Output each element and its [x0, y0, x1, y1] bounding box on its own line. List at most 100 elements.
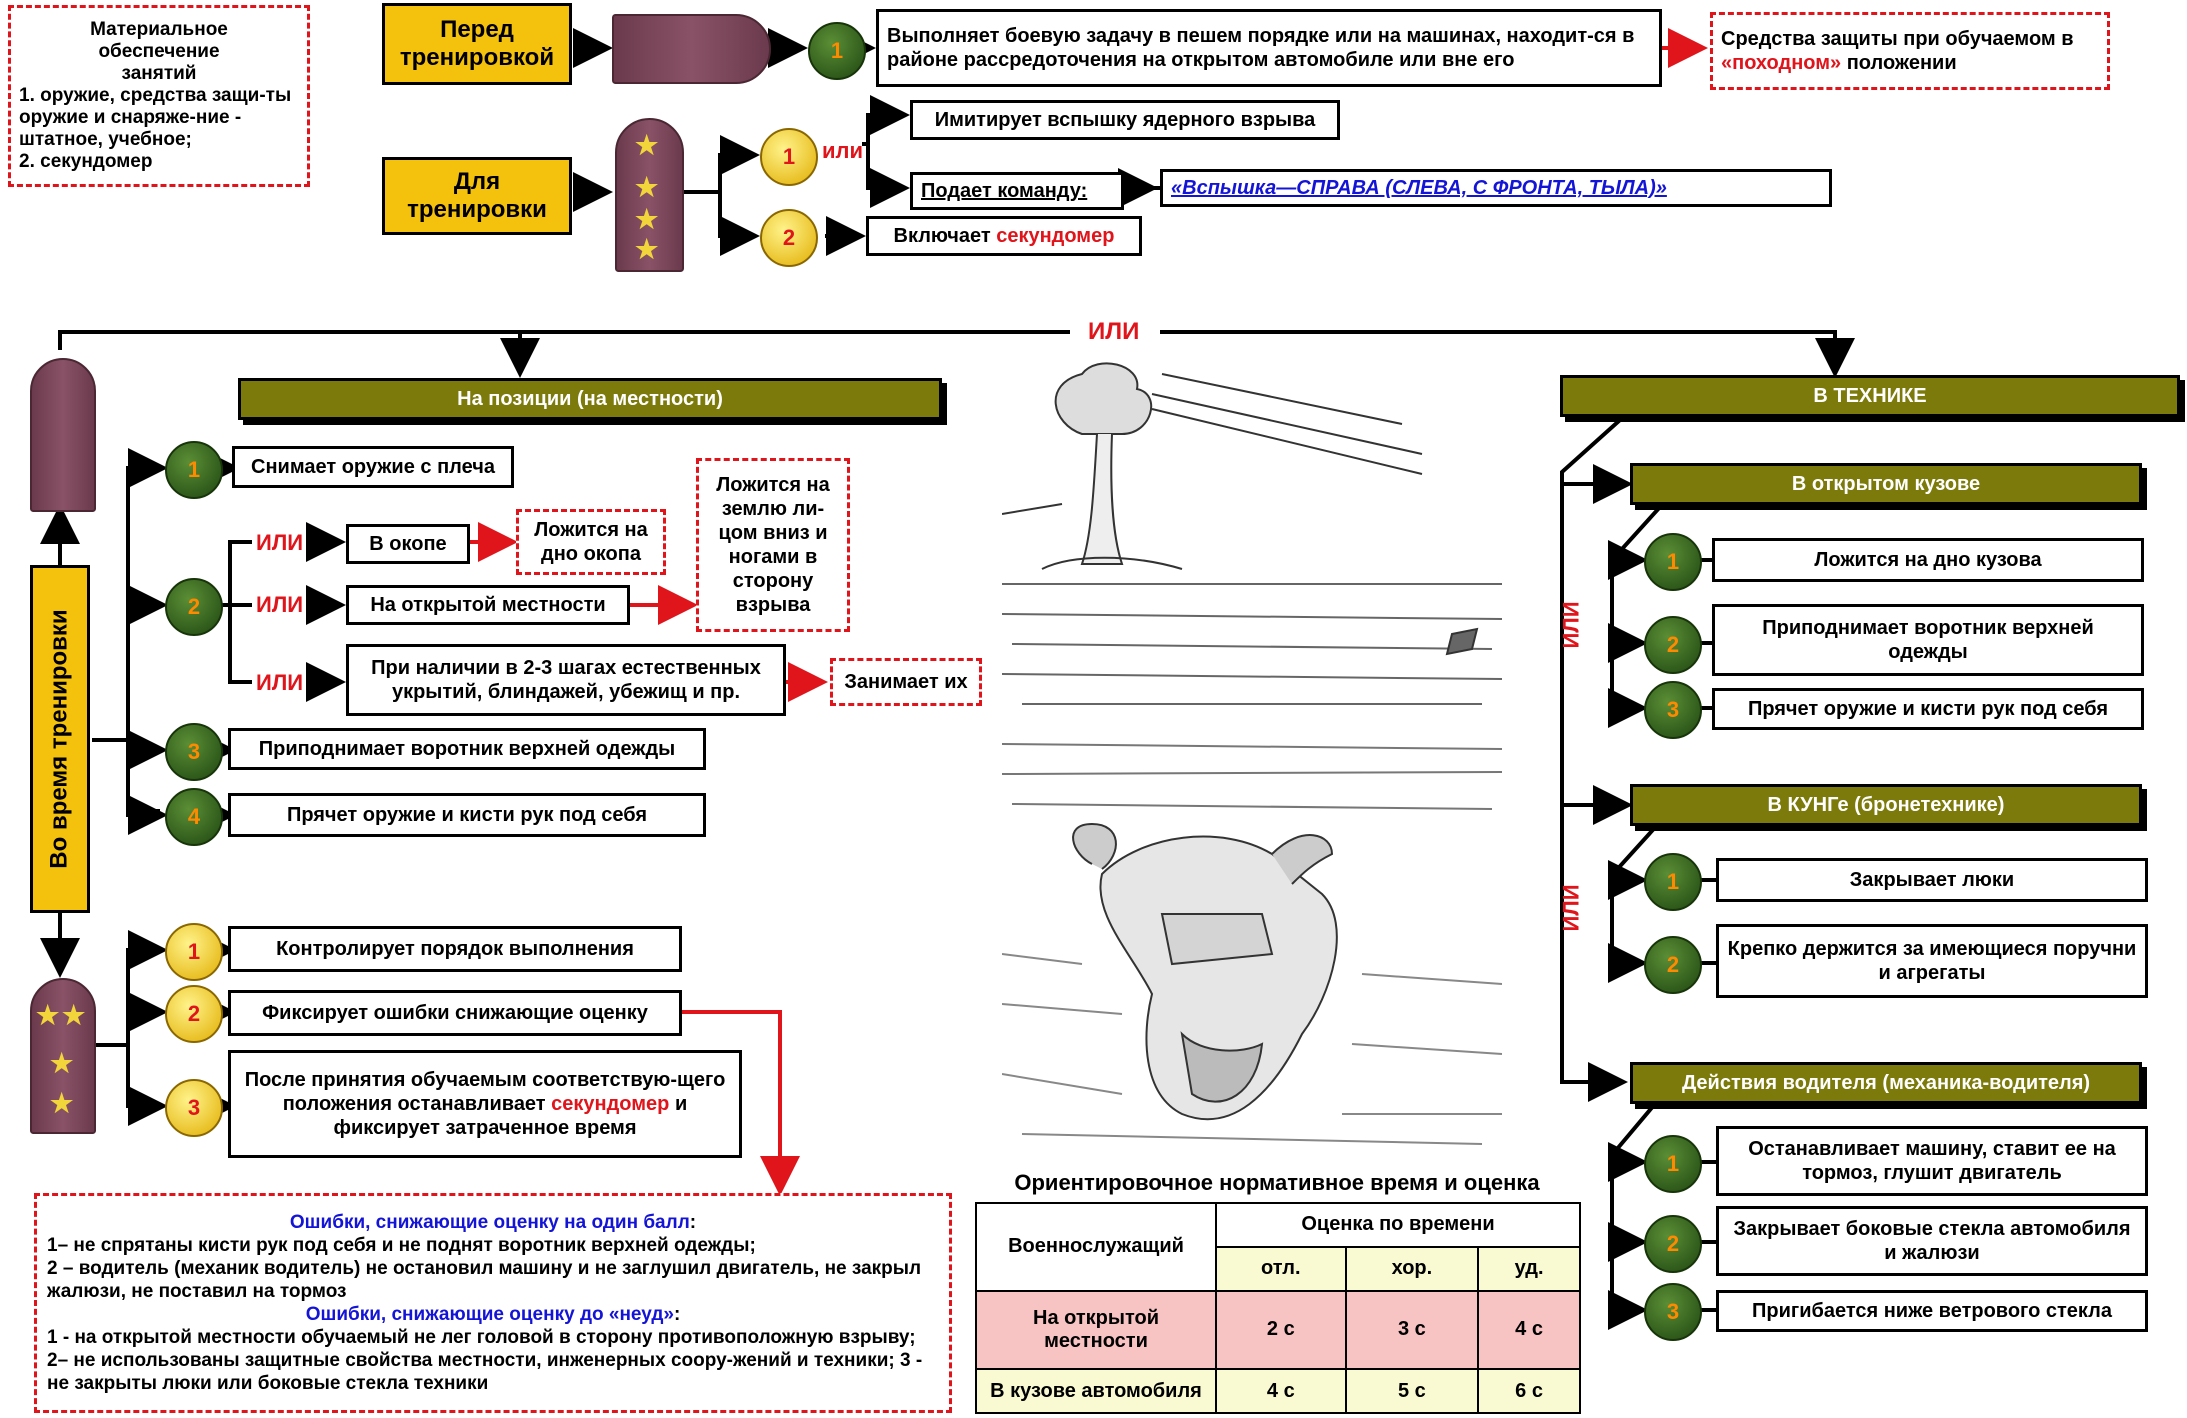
step-badge: 3	[1644, 1283, 1702, 1341]
for-training-label: Для тренировки	[382, 157, 572, 235]
shoulder-strap-icon	[30, 358, 96, 512]
step-raise-collar: Приподнимает воротник верхней одежды	[228, 728, 706, 770]
grade-excellent: отл.	[1215, 1245, 1347, 1292]
star-icon: ★	[635, 130, 659, 160]
or-label: ИЛИ	[1548, 884, 1595, 931]
table-title: Ориентировочное нормативное время и оцен…	[1014, 1170, 1540, 1195]
control-stop-stopwatch: После принятия обучаемым соответствую-ще…	[228, 1050, 742, 1158]
step-badge: 3	[1644, 681, 1702, 739]
option-trench: В окопе	[346, 524, 470, 564]
cell-value: 6 с	[1477, 1368, 1581, 1414]
during-training-text: Во время тренировки	[46, 609, 74, 869]
kung-header: В КУНГе (бронетехнике)	[1630, 784, 2142, 826]
row-label: На открытой местности	[975, 1289, 1217, 1371]
driver-step-1: Останавливает машину, ставит ее на тормо…	[1716, 1126, 2148, 1196]
command-phrase: «Вспышка—СПРАВА (СЛЕВА, С ФРОНТА, ТЫЛА)»	[1171, 177, 1667, 199]
col-person: Военнослужащий	[975, 1202, 1217, 1292]
protection-prefix: Средства защиты при обучаемом в	[1721, 28, 2074, 50]
errors-title-1-text: Ошибки, снижающие оценку на один балл	[289, 1212, 690, 1233]
star-icon: ★	[635, 172, 659, 202]
step-badge: 3	[165, 1079, 223, 1137]
support-title: Материальное обеспечение занятий	[90, 19, 228, 84]
cell-value: 2 с	[1215, 1289, 1347, 1371]
step-badge: 1	[165, 441, 223, 499]
grade-good: хор.	[1344, 1245, 1480, 1292]
stopwatch-start: Включает секундомер	[866, 216, 1142, 256]
grade-satisfactory: уд.	[1477, 1245, 1581, 1292]
during-training-label: Во время тренировки	[30, 565, 90, 913]
support-box: Материальное обеспечение занятий 1. оруж…	[8, 5, 310, 187]
open-body-step-1: Ложится на дно кузова	[1712, 538, 2144, 582]
step-badge: 4	[165, 788, 223, 846]
shoulder-strap-icon: ★ ★ ★ ★	[615, 118, 684, 272]
option-cover: При наличии в 2-3 шагах естественных укр…	[346, 644, 786, 716]
step-badge: 1	[760, 128, 818, 186]
errors-title-2-text: Ошибки, снижающие оценку до «неуд»	[305, 1304, 674, 1325]
control-order: Контролирует порядок выполнения	[228, 926, 682, 972]
row-label: В кузове автомобиля	[975, 1368, 1217, 1414]
or-label: ИЛИ	[256, 592, 304, 617]
command-label: Подает команду:	[910, 172, 1124, 210]
or-label-text: ИЛИ	[1558, 884, 1584, 932]
kung-step-2: Крепко держится за имеющиеся поручни и а…	[1716, 924, 2148, 998]
errors-title-2: Ошибки, снижающие оценку до «неуд»:	[305, 1304, 681, 1325]
protection-note: Средства защиты при обучаемом в «походно…	[1710, 12, 2110, 90]
protection-highlight: «походном»	[1721, 52, 1842, 74]
step-badge: 2	[760, 209, 818, 267]
driver-step-3: Пригибается ниже ветрового стекла	[1716, 1290, 2148, 1332]
step-badge: 2	[1644, 936, 1702, 994]
command-text: «Вспышка—СПРАВА (СЛЕВА, С ФРОНТА, ТЫЛА)»	[1160, 169, 1832, 207]
star-icon: ★	[50, 1048, 74, 1078]
stopwatch-word: секундомер	[996, 225, 1115, 247]
errors-line-2: 2 – водитель (механик водитель) не остан…	[47, 1258, 922, 1302]
driver-step-2: Закрывает боковые стекла автомобиля и жа…	[1716, 1206, 2148, 1276]
cover-result: Занимает их	[830, 658, 982, 706]
open-body-step-3: Прячет оружие и кисти рук под себя	[1712, 688, 2144, 730]
errors-line-1: 1– не спрятаны кисти рук под себя и не п…	[47, 1235, 756, 1256]
cell-value: 3 с	[1344, 1289, 1480, 1371]
before-task-text: Выполняет боевую задачу в пешем порядке …	[876, 9, 1662, 87]
col-grade: Оценка по времени	[1215, 1202, 1581, 1248]
step-remove-weapon: Снимает оружие с плеча	[232, 446, 514, 488]
step-badge: 1	[1644, 853, 1702, 911]
or-label: ИЛИ	[256, 670, 304, 695]
open-terrain-result: Ложится на землю ли-цом вниз и ногами в …	[696, 458, 850, 632]
driver-header: Действия водителя (механика-водителя)	[1630, 1062, 2142, 1104]
before-training-label: Перед тренировкой	[382, 3, 572, 85]
support-item-1: 1. оружие, средства защи-ты оружие и сна…	[19, 85, 292, 150]
cell-value: 4 с	[1477, 1289, 1581, 1371]
star-icon: ★	[635, 234, 659, 264]
shoulder-strap-icon: ★ ★ ★ ★	[30, 978, 96, 1134]
step-badge: 2	[1644, 616, 1702, 674]
or-label: или	[822, 138, 864, 163]
star-icon: ★	[62, 1000, 86, 1030]
control-stop-c: и фиксирует затраченное время	[333, 1093, 688, 1139]
step-badge: 1	[808, 22, 866, 80]
or-label: ИЛИ	[256, 530, 304, 555]
open-body-step-2: Приподнимает воротник верхней одежды	[1712, 604, 2144, 676]
step-badge: 2	[165, 578, 223, 636]
step-badge: 2	[165, 985, 223, 1043]
imitate-flash-text: Имитирует вспышку ядерного взрыва	[910, 100, 1340, 140]
open-body-header: В открытом кузове	[1630, 463, 2142, 505]
step-badge: 2	[1644, 1215, 1702, 1273]
cell-value: 4 с	[1215, 1368, 1347, 1414]
step-badge: 1	[1644, 1135, 1702, 1193]
star-icon: ★	[635, 204, 659, 234]
control-stop-b: секундомер	[551, 1093, 670, 1115]
control-errors: Фиксирует ошибки снижающие оценку	[228, 990, 682, 1036]
trench-result: Ложится на дно окопа	[516, 509, 666, 575]
score-table: Военнослужащий Оценка по времени отл. хо…	[975, 1202, 1581, 1414]
or-label-text: ИЛИ	[1558, 601, 1584, 649]
cell-value: 5 с	[1344, 1368, 1480, 1414]
vehicle-header: В ТЕХНИКЕ	[1560, 375, 2180, 417]
or-label: ИЛИ	[1088, 318, 1140, 345]
shoulder-strap-icon	[612, 14, 771, 84]
position-header: На позиции (на местности)	[238, 378, 942, 420]
or-label: ИЛИ	[1548, 601, 1595, 648]
protection-suffix: положении	[1846, 52, 1957, 74]
step-hide-weapon: Прячет оружие и кисти рук под себя	[228, 793, 706, 837]
step-badge: 1	[165, 923, 223, 981]
step-badge: 1	[1644, 533, 1702, 591]
